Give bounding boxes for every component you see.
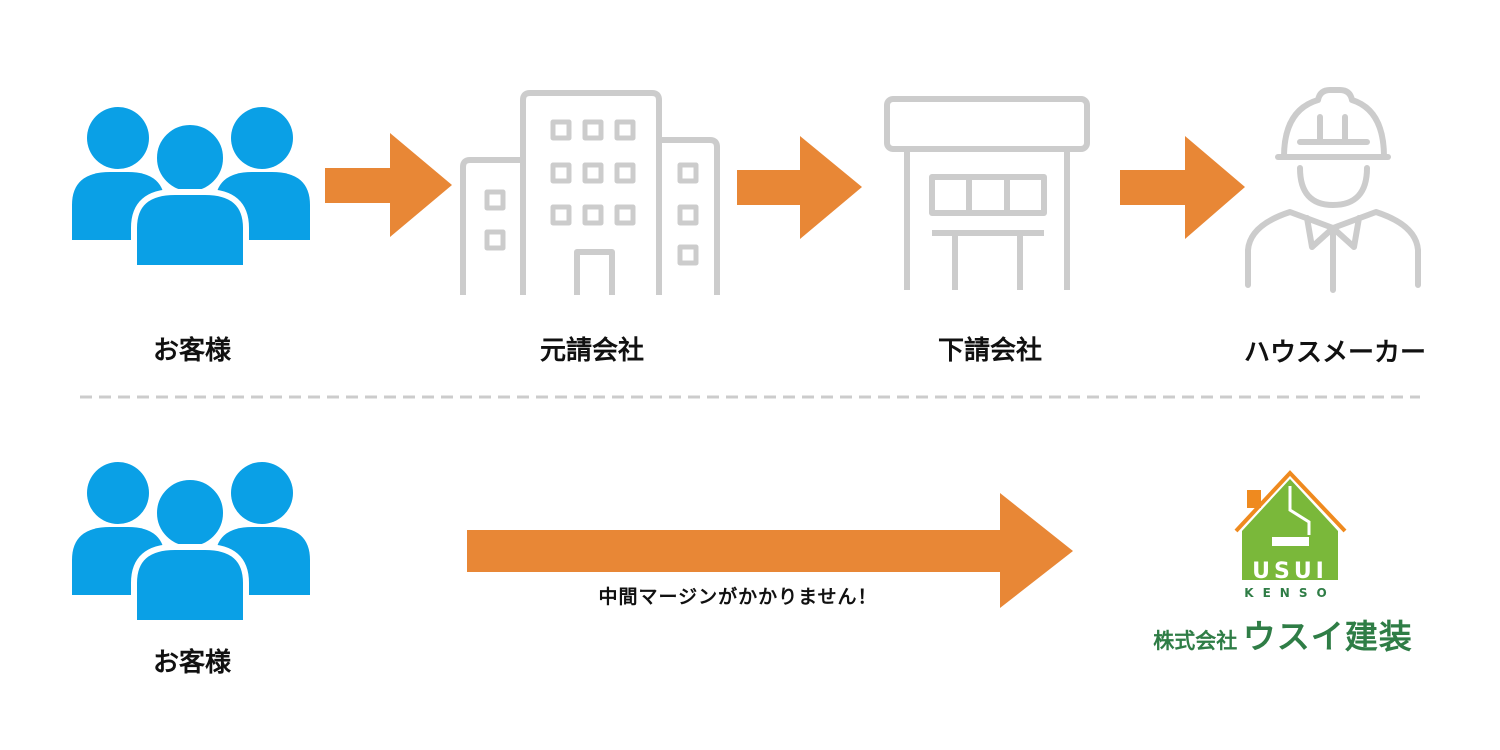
arrow-right-icon [1120,136,1245,239]
house-maker-label: ハウスメーカー [1243,338,1427,368]
company-main-name: ウスイ建装 [1242,617,1413,656]
customers-icon [72,107,310,268]
no-margin-note: 中間マージンがかかりません！ [598,586,878,608]
construction-worker-icon [1245,87,1421,293]
usui-kenso-logo: USUI KENSO [1234,470,1347,600]
prime-contractor-label: 元請会社 [539,336,645,366]
company-name: 株式会社 ウスイ建装 [1153,610,1413,658]
shop-building-icon [884,96,1090,290]
customer-label: お客様 [152,336,232,366]
customers-icon-bottom [72,462,310,623]
svg-text:USUI: USUI [1252,559,1328,584]
arrow-icons [325,133,1245,608]
arrow-right-icon [737,136,862,239]
company-prefix: 株式会社 [1153,629,1238,653]
office-building-icon [460,90,720,295]
long-arrow-right-icon [467,493,1073,608]
svg-text:KENSO: KENSO [1244,586,1335,600]
customer-label-bottom: お客様 [152,648,232,678]
subcontractor-label: 下請会社 [937,336,1043,366]
arrow-right-icon [325,133,452,237]
